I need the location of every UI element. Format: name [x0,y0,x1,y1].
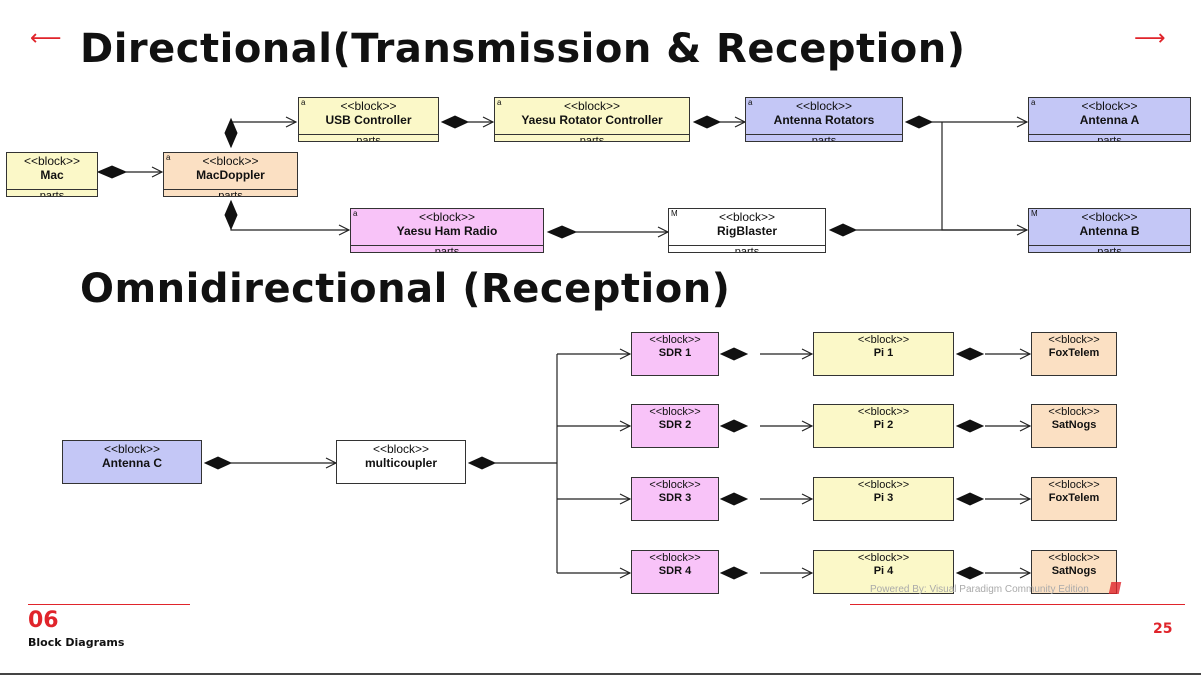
block-name: Antenna Rotators [773,113,875,127]
powered-by-watermark: Powered By: Visual Paradigm Community Ed… [870,584,1089,595]
block-name: SatNogs [1051,565,1097,577]
block-stereotype: <<block>> [372,442,430,456]
bottom-border [0,673,1201,675]
omnidirectional-title: Omnidirectional (Reception) [80,266,731,312]
block-stereotype: <<block>> [649,406,701,418]
footer-left-rule [28,604,190,605]
block-stereotype: <<block>> [1081,99,1138,113]
block-stereotype: <<block>> [418,210,476,224]
block-usb-controller: a <<block>> USB Controller parts [298,97,439,142]
block-corner-mark: a [166,153,171,162]
block-yaesu-rotator-controller: a <<block>> Yaesu Rotator Controller par… [494,97,690,142]
parts-compartment: parts [164,189,297,196]
block-name: Pi 2 [873,419,894,431]
block-stereotype: <<block>> [1048,479,1100,491]
block-stereotype: <<block>> [718,210,776,224]
block-antenna-a: a <<block>> Antenna A parts [1028,97,1191,142]
block-stereotype: <<block>> [1048,552,1100,564]
block-corner-mark: a [301,98,306,107]
block-foxtelem-2: <<block>> FoxTelem [1031,477,1117,521]
block-name: Antenna A [1079,113,1140,127]
block-multicoupler: <<block>> multicoupler [336,440,466,484]
block-stereotype: <<block>> [649,334,701,346]
block-stereotype: <<block>> [857,406,910,418]
block-stereotype: <<block>> [1081,210,1138,224]
footer-right-rule [850,604,1185,605]
block-name: SatNogs [1051,419,1097,431]
block-satnogs-2: <<block>> SatNogs [1031,550,1117,594]
page-number: 25 [1153,621,1173,637]
block-stereotype: <<block>> [857,552,910,564]
block-pi2: <<block>> Pi 2 [813,404,954,448]
block-stereotype: <<block>> [563,99,621,113]
block-name: multicoupler [364,456,437,470]
block-name: Antenna B [1079,224,1140,238]
block-antenna-c: <<block>> Antenna C [62,440,202,484]
right-arrow-icon: ⟶ [1134,26,1166,51]
block-yaesu-ham-radio: a <<block>> Yaesu Ham Radio parts [350,208,544,253]
block-stereotype: <<block>> [649,479,701,491]
section-label: Block Diagrams [28,636,125,649]
parts-compartment: parts [351,245,543,252]
block-antenna-b: M <<block>> Antenna B parts [1028,208,1191,253]
block-name: Yaesu Rotator Controller [521,113,663,127]
block-name: Pi 3 [873,492,894,504]
block-satnogs-1: <<block>> SatNogs [1031,404,1117,448]
block-corner-mark: a [497,98,502,107]
block-pi1: <<block>> Pi 1 [813,332,954,376]
block-pi3: <<block>> Pi 3 [813,477,954,521]
block-sdr2: <<block>> SDR 2 [631,404,719,448]
block-corner-mark: a [353,209,358,218]
block-name: RigBlaster [716,224,778,238]
block-stereotype: <<block>> [857,479,910,491]
directional-title: Directional(Transmission & Reception) [80,26,966,72]
block-name: SDR 2 [658,419,692,431]
block-name: Yaesu Ham Radio [396,224,498,238]
block-corner-mark: M [1031,209,1038,218]
parts-compartment: parts [746,134,902,141]
block-stereotype: <<block>> [23,154,81,168]
block-stereotype: <<block>> [1048,334,1100,346]
parts-compartment: parts [669,245,825,252]
parts-compartment: parts [299,134,438,141]
block-name: SDR 4 [658,565,692,577]
block-stereotype: <<block>> [103,442,161,456]
block-corner-mark: a [748,98,753,107]
block-name: Antenna C [102,456,162,470]
parts-compartment: parts [1029,134,1190,141]
block-stereotype: <<block>> [340,99,397,113]
block-stereotype: <<block>> [857,334,910,346]
block-stereotype: <<block>> [1048,406,1100,418]
left-arrow-icon: ⟵ [30,26,62,51]
block-sdr1: <<block>> SDR 1 [631,332,719,376]
parts-compartment: parts [495,134,689,141]
block-name: FoxTelem [1048,347,1100,359]
block-pi4: <<block>> Pi 4 [813,550,954,594]
block-sdr3: <<block>> SDR 3 [631,477,719,521]
block-stereotype: <<block>> [649,552,701,564]
block-name: MacDoppler [196,168,265,182]
section-number: 06 [28,608,59,633]
block-sdr4: <<block>> SDR 4 [631,550,719,594]
block-macdoppler: a <<block>> MacDoppler parts [163,152,298,197]
block-antenna-rotators: a <<block>> Antenna Rotators parts [745,97,903,142]
block-name: Pi 1 [873,347,894,359]
block-name: SDR 1 [658,347,692,359]
block-corner-mark: a [1031,98,1036,107]
block-rigblaster: M <<block>> RigBlaster parts [668,208,826,253]
block-name: USB Controller [325,113,412,127]
parts-compartment: parts [1029,245,1190,252]
block-name: SDR 3 [658,492,692,504]
block-stereotype: <<block>> [202,154,259,168]
block-name: FoxTelem [1048,492,1100,504]
block-foxtelem-1: <<block>> FoxTelem [1031,332,1117,376]
block-mac: <<block>> Mac parts [6,152,98,197]
block-name: Mac [40,168,64,182]
block-name: Pi 4 [873,565,894,577]
block-stereotype: <<block>> [795,99,853,113]
block-corner-mark: M [671,209,678,218]
parts-compartment: parts [7,189,97,196]
